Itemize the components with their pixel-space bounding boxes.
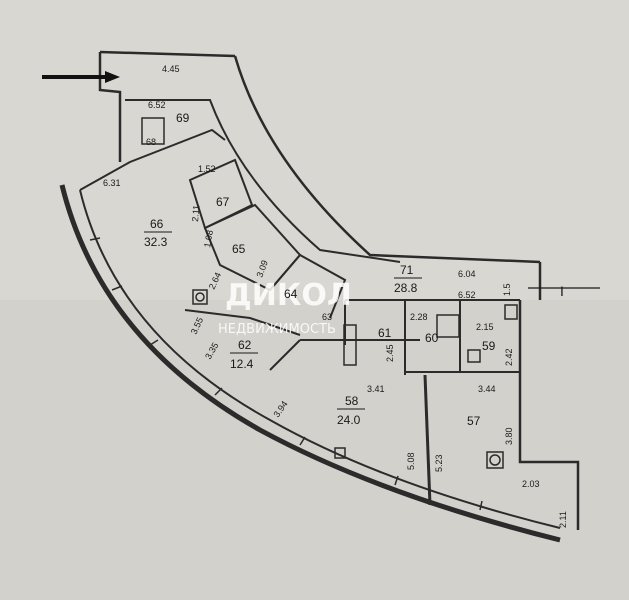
- room-63-number: 63: [322, 312, 332, 322]
- fixture-59: [467, 349, 481, 363]
- watermark-line2: НЕДВИЖИМОСТЬ: [218, 322, 336, 337]
- dim-2-45: 2.45: [385, 344, 395, 362]
- wall-room-66-top: [79, 128, 226, 191]
- dim-1-52: 1.52: [198, 164, 216, 174]
- facade-outer: [59, 184, 561, 543]
- wall-corridor-outer: [233, 55, 541, 264]
- fixture-60: [436, 314, 460, 338]
- wall-room-67: [188, 158, 254, 230]
- wall-62-58: [269, 339, 301, 371]
- watermark-line1: ДИКОЛ: [225, 278, 352, 313]
- dim-2-03: 2.03: [522, 479, 540, 489]
- dim-1-5: 1.5: [502, 283, 512, 296]
- room-59-number: 59: [482, 339, 496, 353]
- walls: [59, 50, 580, 543]
- room-62-area: 12.4: [230, 357, 254, 371]
- dim-4-45: 4.45: [162, 64, 180, 74]
- riser-66: [192, 289, 208, 305]
- dim-2-11-right: 2.11: [558, 511, 568, 528]
- window-marks: [89, 237, 483, 511]
- dim-3-41: 3.41: [367, 384, 385, 394]
- wall-room-64: [269, 253, 347, 319]
- facade-inner: [79, 189, 561, 529]
- room-67-number: 67: [216, 195, 230, 209]
- dim-2-11: 2.11: [190, 205, 201, 223]
- room-62-number: 62: [238, 338, 252, 352]
- room-61-number: 61: [378, 326, 392, 340]
- dim-1-08: 1.08: [202, 229, 215, 248]
- entry-arrow-icon: [42, 71, 120, 83]
- wall-room-62-top: [184, 309, 301, 336]
- riser-66-circle: [195, 292, 205, 302]
- paper-shadow: [0, 300, 629, 600]
- fixtures: [141, 117, 518, 469]
- wall-top: [99, 50, 236, 58]
- room-58-area: 24.0: [337, 413, 361, 427]
- dim-3-44: 3.44: [478, 384, 496, 394]
- wall-corridor-inner: [125, 99, 401, 263]
- riser-57: [486, 451, 504, 469]
- riser-58: [334, 447, 346, 459]
- section-marker: I: [528, 283, 600, 299]
- dim-6-31: 6.31: [103, 178, 121, 188]
- room-65-number: 65: [232, 242, 246, 256]
- room-labels: 66 32.3 65 67 69 68 64 63 62 12.4 61 60 …: [144, 111, 496, 428]
- fixture-68: [141, 117, 165, 145]
- wall-entry: [98, 52, 122, 162]
- section-marker-label: I: [560, 283, 564, 299]
- dim-5-08: 5.08: [406, 452, 416, 470]
- room-71-number: 71: [400, 263, 414, 277]
- room-64-number: 64: [284, 287, 298, 301]
- room-57-number: 57: [467, 414, 481, 428]
- dim-6-04: 6.04: [458, 269, 476, 279]
- riser-57-circle: [489, 454, 501, 466]
- room-71-area: 28.8: [394, 281, 418, 295]
- dim-3-80: 3.80: [504, 427, 514, 445]
- shaft-61: [343, 324, 357, 366]
- wall-58-57: [423, 374, 432, 506]
- room-60-number: 60: [425, 331, 439, 345]
- fixture-59-top: [504, 304, 518, 320]
- room-58-number: 58: [345, 394, 359, 408]
- watermark-logo: ДИКОЛ НЕДВИЖИМОСТЬ: [218, 278, 352, 337]
- dim-6-52-top: 6.52: [148, 100, 166, 110]
- dim-6-52-right: 6.52: [458, 290, 476, 300]
- room-68-number: 68: [146, 137, 156, 147]
- room-69-number: 69: [176, 111, 190, 125]
- room-66-area: 32.3: [144, 235, 168, 249]
- dim-2-42: 2.42: [504, 348, 514, 366]
- dim-2-28: 2.28: [410, 312, 428, 322]
- dim-5-23: 5.23: [434, 454, 444, 472]
- dim-2-15: 2.15: [476, 322, 494, 332]
- wall-right-lower: [518, 300, 580, 530]
- room-66-number: 66: [150, 217, 164, 231]
